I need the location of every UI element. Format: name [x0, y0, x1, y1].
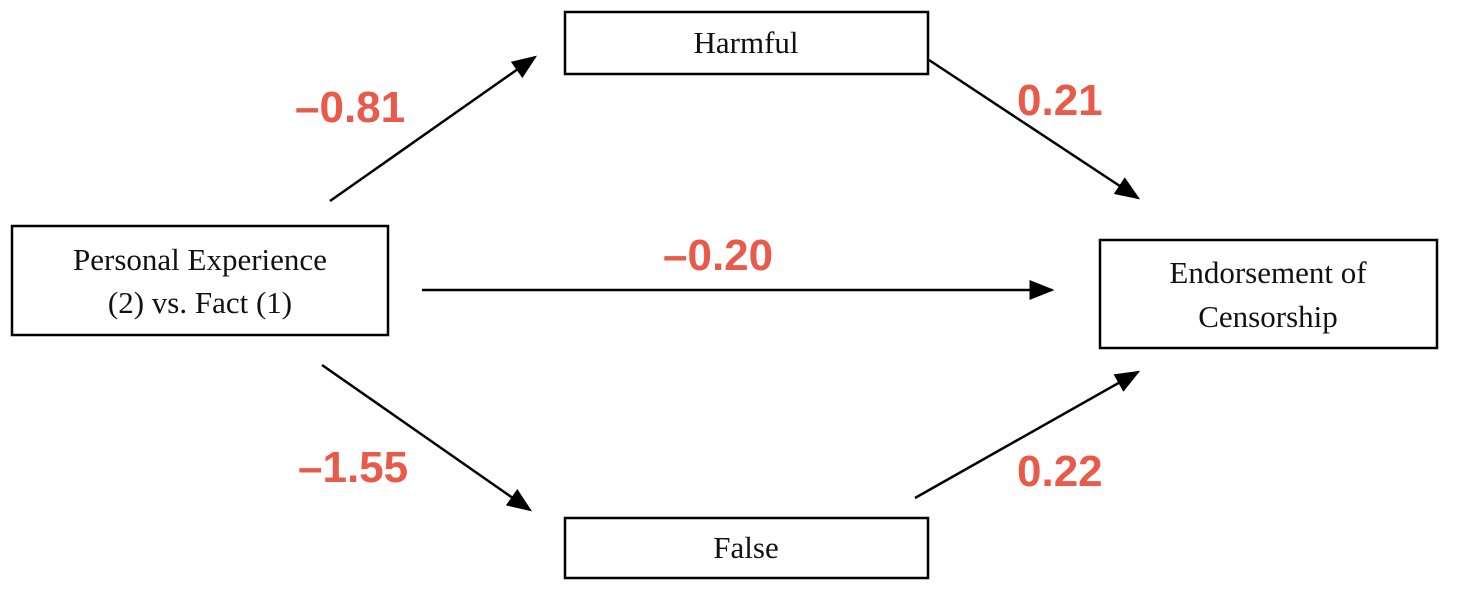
- predictor-box: Personal Experience (2) vs. Fact (1): [10, 224, 390, 337]
- predictor-label-line2: (2) vs. Fact (1): [108, 285, 292, 320]
- predictor-label-line1: Personal Experience: [73, 242, 327, 277]
- arrow-predictor-to-harmful: [329, 55, 538, 203]
- harmful-label: Harmful: [693, 25, 798, 60]
- coef-harmful-to-outcome: 0.21: [1017, 76, 1103, 125]
- false-label: False: [713, 530, 778, 565]
- false-box: False: [563, 516, 930, 580]
- harmful-box: Harmful: [563, 10, 930, 76]
- coef-direct: –0.20: [663, 231, 773, 280]
- coef-false-to-outcome: 0.22: [1017, 447, 1103, 496]
- outcome-label-line2: Censorship: [1198, 299, 1338, 334]
- arrow-predictor-to-false: [321, 363, 533, 512]
- coef-predictor-to-false: –1.55: [298, 443, 408, 492]
- outcome-box: Endorsement of Censorship: [1098, 238, 1439, 350]
- arrow-harmful-to-outcome: [928, 58, 1141, 200]
- coef-predictor-to-harmful: –0.81: [295, 83, 405, 132]
- outcome-label-line1: Endorsement of: [1169, 255, 1367, 290]
- arrow-false-to-outcome: [914, 370, 1141, 500]
